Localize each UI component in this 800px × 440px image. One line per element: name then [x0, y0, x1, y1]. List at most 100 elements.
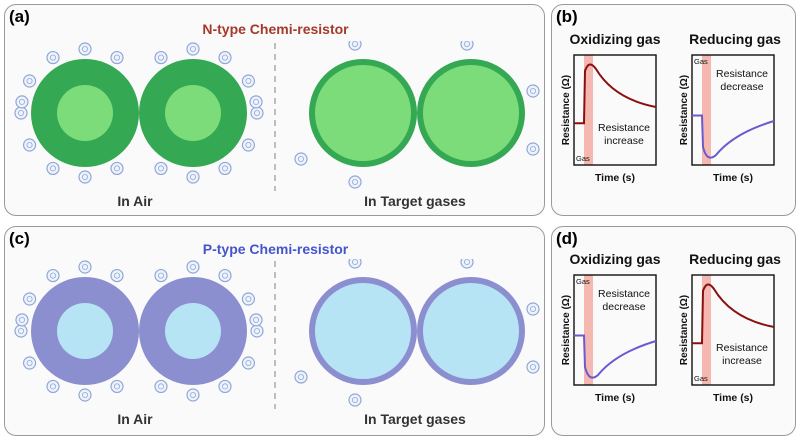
- response-curve: [692, 114, 775, 159]
- oxygen-ion-icon: [78, 42, 92, 56]
- y-axis-label: Resistance (Ω): [561, 295, 572, 365]
- oxygen-ion-icon: [348, 393, 362, 407]
- oxygen-ion-icon: [154, 379, 168, 394]
- oxygen-ion-icon: [218, 161, 232, 176]
- oxygen-ion-icon: [186, 260, 200, 274]
- annotation-text: Resistance: [716, 342, 768, 354]
- oxygen-ion-icon: [348, 41, 362, 51]
- oxygen-ion-icon: [46, 161, 60, 176]
- response-curve: [692, 283, 775, 345]
- oxygen-ion-icon: [186, 388, 200, 402]
- panel-c-air-caption: In Air: [117, 411, 153, 427]
- oxygen-ion-icon: [78, 388, 92, 402]
- gas-exposure-band: [584, 275, 593, 385]
- oxygen-ion-icon: [241, 74, 256, 88]
- oxygen-ion-icon: [154, 50, 168, 65]
- y-axis-label: Resistance (Ω): [679, 295, 690, 365]
- oxygen-ion-icon: [526, 142, 540, 156]
- annotation-text: Resistance: [598, 122, 650, 134]
- oxygen-ion-icon: [154, 161, 168, 176]
- panel-d-label: (d): [556, 229, 578, 248]
- x-axis-label: Time (s): [595, 172, 635, 184]
- y-axis-label: Resistance (Ω): [561, 75, 572, 145]
- oxygen-ion-icon: [218, 50, 232, 65]
- oxygen-ion-icon: [186, 42, 200, 56]
- panel-b-label: (b): [556, 7, 578, 26]
- annotation-text: Resistance: [598, 288, 650, 300]
- oxygen-ion-icon: [15, 313, 29, 327]
- x-axis-label: Time (s): [713, 392, 753, 404]
- target-grain-left-core: [315, 283, 411, 379]
- oxygen-ion-icon: [78, 260, 92, 274]
- oxygen-ion-icon: [250, 106, 264, 120]
- oxygen-ion-icon: [22, 356, 37, 370]
- panel-c-title: P-type Chemi-resistor: [202, 241, 349, 257]
- panel-a-label: (a): [9, 7, 30, 26]
- x-axis-label: Time (s): [713, 172, 753, 184]
- oxygen-ion-icon: [22, 74, 37, 88]
- annotation-text: decrease: [602, 301, 645, 313]
- oxygen-ion-icon: [110, 161, 124, 176]
- oxygen-ion-icon: [241, 138, 256, 152]
- oxygen-ion-icon: [460, 259, 474, 269]
- panel-a-air-caption: In Air: [117, 193, 153, 209]
- gas-label: Gas: [694, 57, 708, 66]
- annotation-text: increase: [604, 135, 644, 147]
- annotation-text: increase: [722, 355, 762, 367]
- panel-c: (c) P-type Chemi-resistor In Air In Targ…: [4, 226, 545, 436]
- annotation-text: decrease: [720, 81, 763, 93]
- oxygen-ion-icon: [46, 268, 60, 283]
- oxygen-ion-icon: [22, 138, 37, 152]
- oxygen-ion-icon: [241, 292, 256, 306]
- panel-b-plot1-title: Oxidizing gas: [569, 31, 661, 47]
- gas-exposure-band: [584, 55, 593, 165]
- response-curve: [574, 63, 657, 125]
- oxygen-ion-icon: [186, 170, 200, 184]
- panel-d: (d) Oxidizing gas Reducing gas Resistanc…: [551, 226, 796, 436]
- oxygen-ion-icon: [154, 268, 168, 283]
- oxygen-ion-icon: [294, 370, 308, 384]
- gas-label: Gas: [694, 374, 708, 383]
- plot-frame: [573, 54, 657, 166]
- panel-b-plot2-title: Reducing gas: [689, 31, 781, 47]
- target-grain-left-core: [315, 65, 411, 161]
- air-grain-left-core: [57, 303, 113, 359]
- oxygen-ion-icon: [46, 379, 60, 394]
- air-grain-right-core: [165, 303, 221, 359]
- oxygen-ion-icon: [241, 356, 256, 370]
- oxygen-ion-icon: [526, 84, 540, 98]
- air-grain-left-core: [57, 85, 113, 141]
- oxygen-ion-icon: [110, 50, 124, 65]
- oxygen-ion-icon: [14, 106, 28, 120]
- oxygen-ion-icon: [348, 259, 362, 269]
- oxygen-ion-icon: [218, 379, 232, 394]
- panel-a-title: N-type Chemi-resistor: [202, 21, 349, 37]
- oxygen-ion-icon: [249, 95, 263, 109]
- oxygen-ion-icon: [78, 170, 92, 184]
- air-grain-right-core: [165, 85, 221, 141]
- oxygen-ion-icon: [526, 302, 540, 316]
- x-axis-label: Time (s): [595, 392, 635, 404]
- n-type-illustration: [14, 41, 540, 191]
- gas-exposure-band: [702, 55, 711, 165]
- target-grain-right-core: [423, 283, 519, 379]
- oxygen-ion-icon: [250, 324, 264, 338]
- p-type-illustration: [14, 259, 540, 409]
- gas-label: Gas: [576, 154, 590, 163]
- oxygen-ion-icon: [22, 292, 37, 306]
- gas-label: Gas: [576, 277, 590, 286]
- panel-b: (b) Oxidizing gas Reducing gas Resistanc…: [551, 4, 796, 216]
- oxygen-ion-icon: [526, 360, 540, 374]
- plot-frame: [573, 274, 657, 386]
- panel-d-plots: Resistance (Ω)Time (s)Resistancedecrease…: [561, 274, 775, 404]
- plot-frame: [691, 274, 775, 386]
- oxygen-ion-icon: [46, 50, 60, 65]
- y-axis-label: Resistance (Ω): [679, 75, 690, 145]
- oxygen-ion-icon: [294, 152, 308, 166]
- panel-c-label: (c): [9, 229, 30, 248]
- gas-exposure-band: [702, 275, 711, 385]
- oxygen-ion-icon: [15, 95, 29, 109]
- panel-a: (a) N-type Chemi-resistor In Air In Targ…: [4, 4, 545, 216]
- target-grain-right-core: [423, 65, 519, 161]
- oxygen-ion-icon: [348, 175, 362, 189]
